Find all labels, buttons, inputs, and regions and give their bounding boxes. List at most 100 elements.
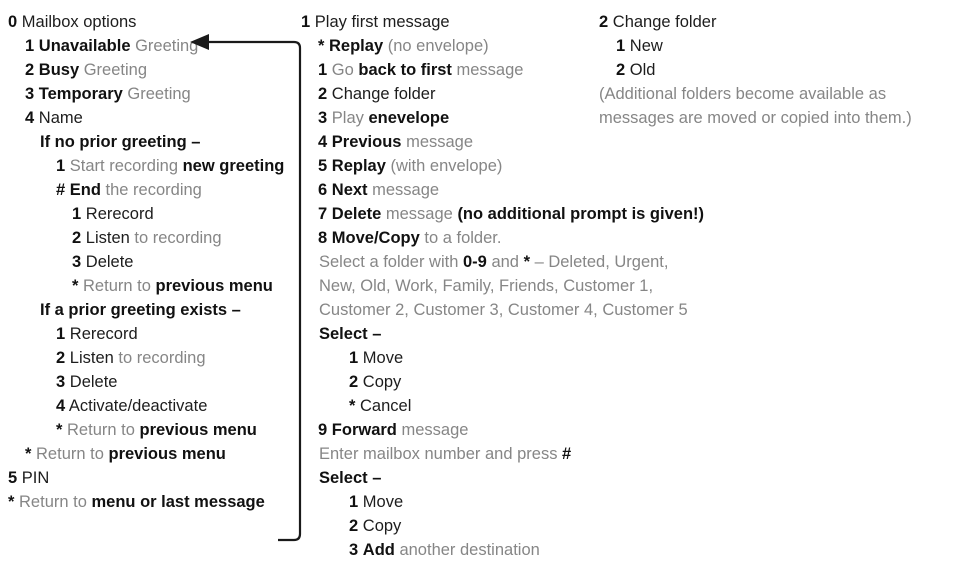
- menu-label-segment: Start recording: [69, 157, 183, 175]
- menu-line: 1 Rerecord: [8, 322, 298, 346]
- menu-line: 4 Previous message: [301, 130, 597, 154]
- menu-key: *: [25, 445, 32, 463]
- menu-label-segment: message: [456, 61, 524, 79]
- menu-key: 2: [318, 85, 328, 103]
- menu-label-segment: Change folder: [612, 13, 717, 31]
- menu-label-segment: Move: [362, 493, 404, 511]
- menu-label-segment: If a prior greeting exists –: [40, 301, 241, 319]
- menu-key: 2: [25, 61, 35, 79]
- menu-line: 1 Move: [301, 346, 597, 370]
- menu-label-segment: (Additional folders become available as: [599, 85, 887, 103]
- menu-key: 4: [25, 109, 35, 127]
- menu-key: *: [8, 493, 15, 511]
- menu-line: 3 Play enevelope: [301, 106, 597, 130]
- menu-line: * Return to previous menu: [8, 418, 298, 442]
- menu-label-segment: Copy: [362, 517, 402, 535]
- menu-label-segment: another destination: [399, 541, 540, 559]
- menu-label-segment: previous menu: [139, 421, 257, 439]
- menu-label-segment: 0-9: [463, 253, 487, 271]
- menu-line: 2 Change folder: [301, 82, 597, 106]
- menu-key: 7: [318, 205, 328, 223]
- menu-key: 1: [301, 13, 311, 31]
- menu-label-segment: new greeting: [182, 157, 285, 175]
- menu-label-segment: Delete: [331, 205, 386, 223]
- menu-label-segment: Next: [331, 181, 373, 199]
- menu-label-segment: Return to: [36, 445, 109, 463]
- menu-key: 1: [318, 61, 328, 79]
- menu-line: 1 Go back to first message: [301, 58, 597, 82]
- menu-label-segment: enevelope: [368, 109, 450, 127]
- menu-key: 1: [616, 37, 626, 55]
- menu-label-segment: Name: [38, 109, 83, 127]
- menu-line: * Cancel: [301, 394, 597, 418]
- menu-label-segment: Add: [362, 541, 400, 559]
- menu-line: 3 Temporary Greeting: [8, 82, 298, 106]
- menu-label-segment: Replay: [329, 37, 388, 55]
- menu-label-segment: Play: [331, 109, 369, 127]
- menu-key: 6: [318, 181, 328, 199]
- menu-line: 0 Mailbox options: [8, 10, 298, 34]
- menu-label-segment: Rerecord: [85, 205, 154, 223]
- menu-line: Customer 2, Customer 3, Customer 4, Cust…: [301, 298, 688, 322]
- menu-label-segment: Go: [331, 61, 359, 79]
- menu-key: 1: [349, 493, 359, 511]
- menu-label-segment: message: [406, 133, 474, 151]
- menu-label-segment: back to first: [358, 61, 457, 79]
- menu-line: 3 Add another destination: [301, 538, 597, 562]
- menu-key: 3: [349, 541, 359, 559]
- menu-key: 0: [8, 13, 18, 31]
- menu-line: 5 Replay (with envelope): [301, 154, 597, 178]
- menu-label-segment: message: [385, 205, 458, 223]
- menu-key: 2: [599, 13, 609, 31]
- menu-key: *: [318, 37, 325, 55]
- menu-key: 2: [349, 517, 359, 535]
- menu-line: Enter mailbox number and press #: [301, 442, 597, 466]
- menu-line: 8 Move/Copy to a folder.: [301, 226, 597, 250]
- menu-key: 5: [318, 157, 328, 175]
- menu-line: If a prior greeting exists –: [8, 298, 298, 322]
- menu-key: 1: [349, 349, 359, 367]
- menu-label-segment: to recording: [134, 229, 222, 247]
- menu-line: Select –: [301, 322, 597, 346]
- menu-label-segment: If no prior greeting –: [40, 133, 201, 151]
- menu-line: 2 Copy: [301, 370, 597, 394]
- menu-key: 1: [56, 325, 66, 343]
- menu-label-segment: #: [562, 445, 572, 463]
- menu-label-segment: New: [629, 37, 663, 55]
- menu-line: 1 Unavailable Greeting: [8, 34, 298, 58]
- menu-key: 2: [616, 61, 626, 79]
- menu-label-segment: Return to: [67, 421, 140, 439]
- menu-label-segment: (with envelope): [390, 157, 503, 175]
- menu-label-segment: Replay: [331, 157, 391, 175]
- menu-key: 1: [25, 37, 35, 55]
- menu-label-segment: – Deleted, Urgent,: [529, 253, 669, 271]
- menu-label-segment: Delete: [85, 253, 134, 271]
- menu-key: 1: [72, 205, 82, 223]
- menu-label-segment: and: [486, 253, 524, 271]
- menu-key: 2: [56, 349, 66, 367]
- menu-label-segment: *: [523, 253, 530, 271]
- menu-line: New, Old, Work, Family, Friends, Custome…: [301, 274, 653, 298]
- menu-line: 1 Move: [301, 490, 597, 514]
- menu-key: 1: [56, 157, 66, 175]
- menu-line: * Replay (no envelope): [301, 34, 597, 58]
- menu-line: 2 Copy: [301, 514, 597, 538]
- menu-key: *: [56, 421, 63, 439]
- menu-key: 4: [318, 133, 328, 151]
- menu-label-segment: New, Old, Work, Family, Friends, Custome…: [319, 277, 654, 295]
- menu-key: #: [56, 181, 66, 199]
- menu-line: Select a folder with 0-9 and * – Deleted…: [301, 250, 668, 274]
- menu-label-segment: (no additional prompt is given!): [457, 205, 705, 223]
- menu-label-segment: Select a folder with: [319, 253, 463, 271]
- menu-label-segment: Unavailable: [38, 37, 136, 55]
- menu-label-segment: Greeting: [127, 85, 191, 103]
- menu-label-segment: Play first message: [314, 13, 450, 31]
- menu-line: messages are moved or copied into them.): [599, 106, 955, 130]
- menu-label-segment: Delete: [69, 373, 118, 391]
- menu-label-segment: message: [401, 421, 469, 439]
- menu-key: 2: [72, 229, 82, 247]
- menu-label-segment: Change folder: [331, 85, 436, 103]
- menu-label-segment: Forward: [331, 421, 402, 439]
- menu-key: *: [72, 277, 79, 295]
- menu-label-segment: Listen: [69, 349, 119, 367]
